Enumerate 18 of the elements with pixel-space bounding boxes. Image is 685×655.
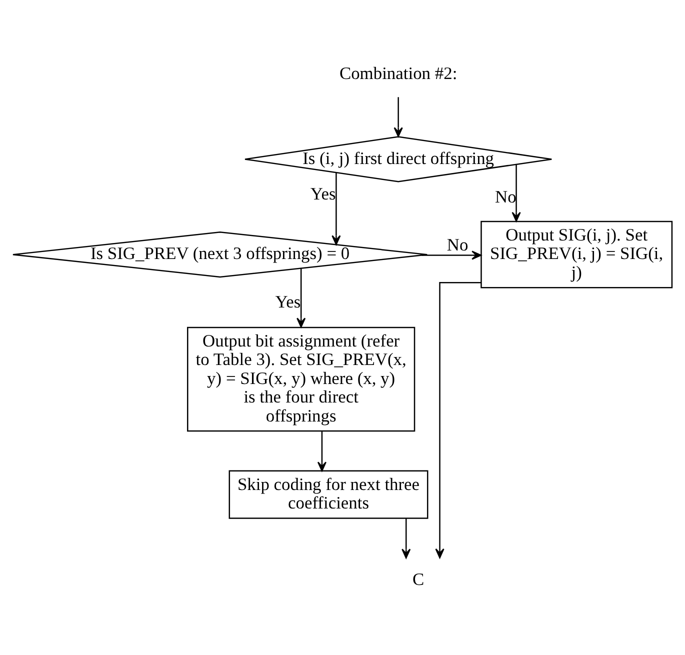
node-box: Output bit assignment (refer to Table 3). Set SIG_PREV(x, y) = SIG(x, y) where (x, y) is the four direct offsprings bbox=[187, 326, 416, 432]
edge-label: No bbox=[446, 234, 468, 254]
node-text: C bbox=[412, 569, 424, 590]
node-diamond: Is (i, j) first direct offspring bbox=[244, 136, 552, 182]
arrow bbox=[296, 268, 306, 328]
arrow bbox=[317, 431, 327, 472]
arrow bbox=[512, 164, 521, 222]
node-text: Combination #2: bbox=[339, 63, 458, 84]
node-box: Output SIG(i, j). Set SIG_PREV(i, j) = SIG(i, j) bbox=[480, 220, 673, 288]
arrow bbox=[422, 250, 482, 260]
arrow bbox=[394, 97, 403, 138]
arrow bbox=[402, 518, 411, 559]
arrow bbox=[435, 282, 482, 558]
arrow bbox=[332, 172, 341, 246]
edge-label: Yes bbox=[310, 184, 336, 204]
edge-label: Yes bbox=[275, 291, 301, 312]
node-box: Skip coding for next three coefficients bbox=[228, 470, 428, 519]
node-diamond: Is SIG_PREV (next 3 offsprings) = 0 bbox=[12, 232, 428, 278]
